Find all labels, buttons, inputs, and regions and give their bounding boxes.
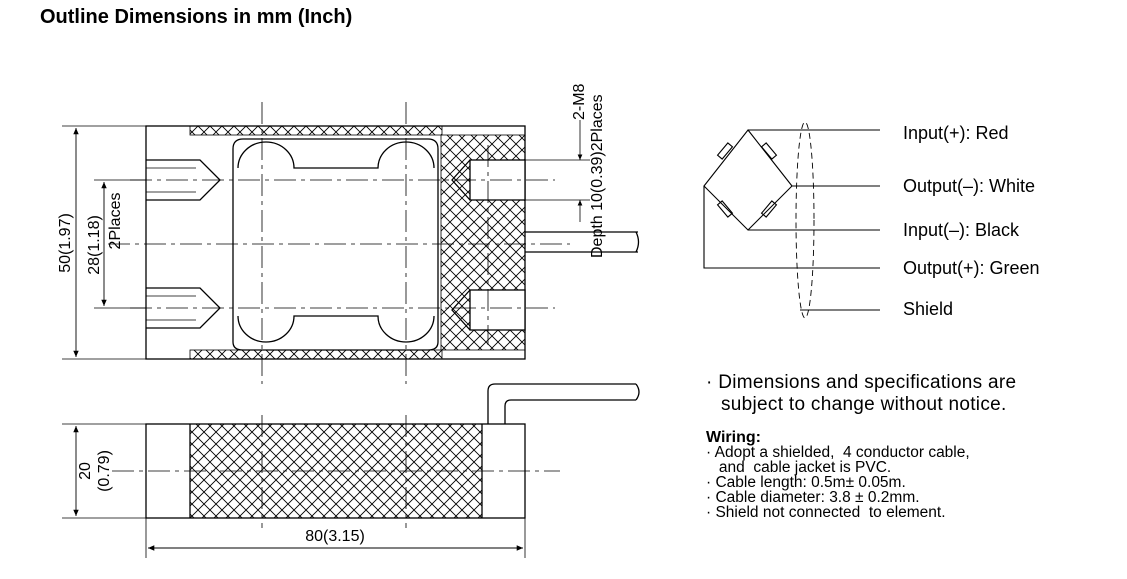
page-title: Outline Dimensions in mm (Inch) <box>40 6 353 28</box>
wire-label-input-minus: Input(–): Black <box>903 220 1020 240</box>
dim-hole-spacing-note: 2Places <box>107 193 124 250</box>
wire-label-shield: Shield <box>903 299 953 319</box>
bolt-hole-right-lower <box>469 289 526 331</box>
top-view <box>62 102 640 384</box>
wiring-item: · Cable length: 0.5m± 0.05m. <box>706 474 906 491</box>
hatch-top-strip <box>189 125 443 136</box>
wiring-item: · Shield not connected to element. <box>706 504 946 521</box>
dim-length-label: 80(3.15) <box>305 528 365 545</box>
cavity-outline <box>232 138 439 351</box>
gauge-cutout-upper <box>237 141 435 169</box>
dim-width-label: 50(1.97) <box>57 213 74 273</box>
wiring-item: and cable jacket is PVC. <box>706 459 892 476</box>
wiring-item: · Adopt a shielded, 4 conductor cable, <box>706 444 970 461</box>
cable-top-view <box>525 231 638 253</box>
note-line-1: · Dimensions and specifications are <box>706 372 1017 393</box>
cable-front-view <box>487 383 636 424</box>
wheatstone-bridge <box>703 121 880 319</box>
wire-label-output-minus: Output(–): White <box>903 176 1035 196</box>
dim-hole-spacing-label: 28(1.18) <box>86 215 103 275</box>
note-line-2: subject to change without notice. <box>721 394 1007 415</box>
wiring-item: · Cable diameter: 3.8 ± 0.2mm. <box>706 489 920 506</box>
wiring-title: Wiring: <box>706 429 761 446</box>
wiring-labels: Input(+): Red Output(–): White Input(–):… <box>903 123 1040 319</box>
notes-block: · Dimensions and specifications are subj… <box>706 372 1016 520</box>
wire-label-input-plus: Input(+): Red <box>903 123 1009 143</box>
gauge-cutout-lower <box>237 315 435 343</box>
front-view <box>62 383 640 558</box>
shield-ellipse <box>795 121 815 319</box>
dim-height-mm-label: 20 <box>77 462 94 480</box>
hatch-bottom-strip <box>189 349 443 360</box>
spec-change-note: · Dimensions and specifications are subj… <box>706 372 1016 416</box>
wiring-list: · Adopt a shielded, 4 conductor cable, a… <box>706 444 1016 521</box>
wire-label-output-plus: Output(+): Green <box>903 258 1040 278</box>
thread-depth-label: Depth 10(0.39)2Places <box>589 94 606 258</box>
dim-height-in-label: (0.79) <box>96 450 113 492</box>
body-outline-top <box>145 125 526 360</box>
thread-label: 2-M8 <box>571 83 588 120</box>
